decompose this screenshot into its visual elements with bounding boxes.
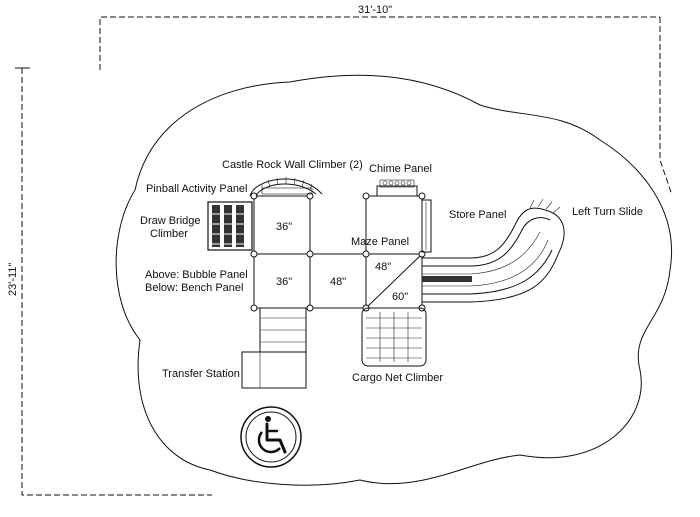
cargo-net-climber: [361, 307, 427, 367]
height-dimension-label: 23'-11": [7, 263, 19, 296]
deck-posts: [250, 192, 426, 312]
label-bubble-1: Above: Bubble Panel: [145, 269, 248, 281]
label-left-turn-slide: Left Turn Slide: [572, 206, 643, 218]
left-turn-slide: [422, 198, 565, 303]
draw-bridge-climber: [207, 201, 253, 251]
chime-panel: [376, 179, 418, 197]
deck-right-lower-size: 60": [392, 291, 408, 303]
height-dimension: [15, 67, 212, 496]
label-transfer: Transfer Station: [162, 368, 240, 380]
label-maze: Maze Panel: [351, 236, 409, 248]
wheelchair-icon: [240, 406, 302, 468]
label-drawbridge-1: Draw Bridge: [140, 215, 201, 227]
castle-rock-wall-climber: [249, 177, 323, 197]
deck-right-upper-size: 48": [375, 261, 391, 273]
use-zone-outline: [115, 74, 672, 486]
label-chime: Chime Panel: [369, 163, 432, 175]
label-castle-rock: Castle Rock Wall Climber (2): [222, 159, 363, 171]
deck-mid-center-size: 48": [330, 276, 346, 288]
deck-top-size: 36": [276, 221, 292, 233]
transfer-station: [241, 307, 307, 389]
width-dimension-label: 31'-10": [358, 4, 392, 16]
label-pinball: Pinball Activity Panel: [146, 183, 248, 195]
label-drawbridge-2: Climber: [150, 228, 188, 240]
label-store: Store Panel: [449, 209, 506, 221]
width-dimension: [99, 16, 673, 196]
store-panel: [421, 199, 432, 253]
deck-mid-left-size: 36": [276, 276, 292, 288]
label-bubble-2: Below: Bench Panel: [145, 282, 243, 294]
label-cargo: Cargo Net Climber: [352, 372, 443, 384]
